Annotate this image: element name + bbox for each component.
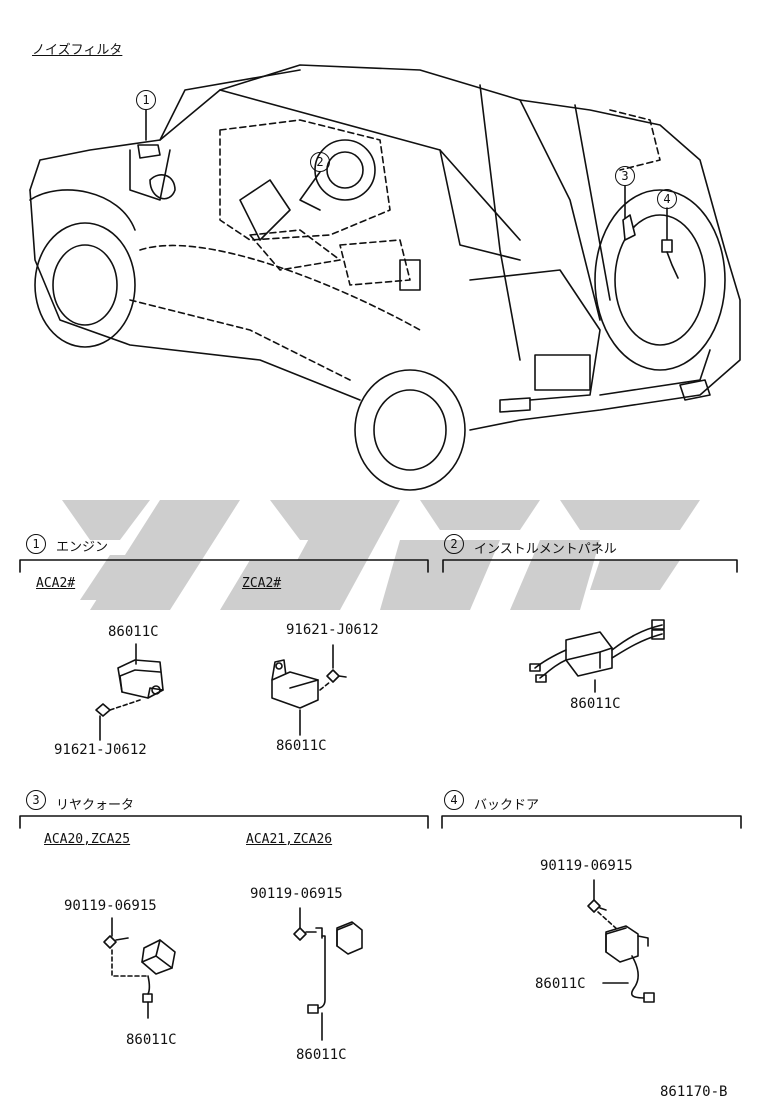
section-4-number: 4 — [444, 790, 464, 810]
part-label-2-main: 86011C — [570, 696, 621, 712]
part-3a-drawing — [103, 917, 176, 1019]
section-2-title: インストルメントパネル — [474, 542, 617, 557]
section-2-number: 2 — [444, 534, 464, 554]
section-3-model-b: ACA21,ZCA26 — [246, 832, 333, 847]
part-label-1b-main: 86011C — [276, 738, 327, 754]
part-3b-drawing — [293, 907, 363, 1041]
section-3-model-a: ACA20,ZCA25 — [44, 832, 131, 847]
section-3-number: 3 — [26, 790, 46, 810]
callout-3: 3 — [615, 166, 635, 186]
section-1-model-a: ACA2# — [36, 576, 76, 591]
part-2-drawing — [529, 619, 665, 693]
callout-1: 1 — [136, 90, 156, 110]
vehicle-illustration — [29, 64, 741, 491]
callout-4: 4 — [657, 189, 677, 209]
section-3-title: リヤクォータ — [56, 798, 135, 813]
part-label-1a-main: 86011C — [108, 624, 159, 640]
section-1-model-b: ZCA2# — [242, 576, 282, 591]
diagram-title: ノイズフィルタ — [32, 43, 123, 58]
section-1-number: 1 — [26, 534, 46, 554]
section-1-title: エンジン — [56, 540, 109, 555]
diagram-code: 861170-B — [660, 1084, 728, 1100]
part-label-3a-bolt: 90119-06915 — [64, 898, 157, 914]
part-1b-drawing — [271, 644, 347, 736]
part-label-4-bolt: 90119-06915 — [540, 858, 633, 874]
part-label-3b-bolt: 90119-06915 — [250, 886, 343, 902]
part-label-1a-bolt: 91621-J0612 — [54, 742, 147, 758]
callout-2: 2 — [310, 152, 330, 172]
part-label-3a-main: 86011C — [126, 1032, 177, 1048]
part-label-4-main: 86011C — [535, 976, 586, 992]
part-label-1b-bolt: 91621-J0612 — [286, 622, 379, 638]
section-4-title: バックドア — [474, 798, 540, 813]
part-1a-drawing — [95, 643, 164, 741]
part-4-drawing — [587, 879, 655, 1003]
part-label-3b-main: 86011C — [296, 1047, 347, 1063]
